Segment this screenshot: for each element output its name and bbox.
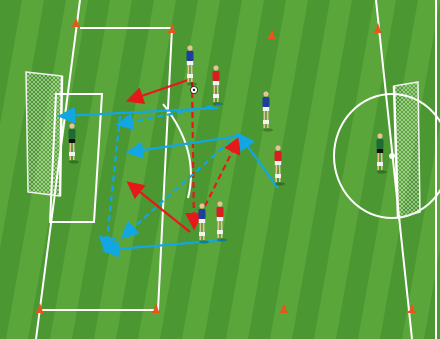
right-goal [394,82,420,218]
left-goal [26,72,62,196]
center-spot [390,154,394,158]
football-icon [191,87,198,94]
